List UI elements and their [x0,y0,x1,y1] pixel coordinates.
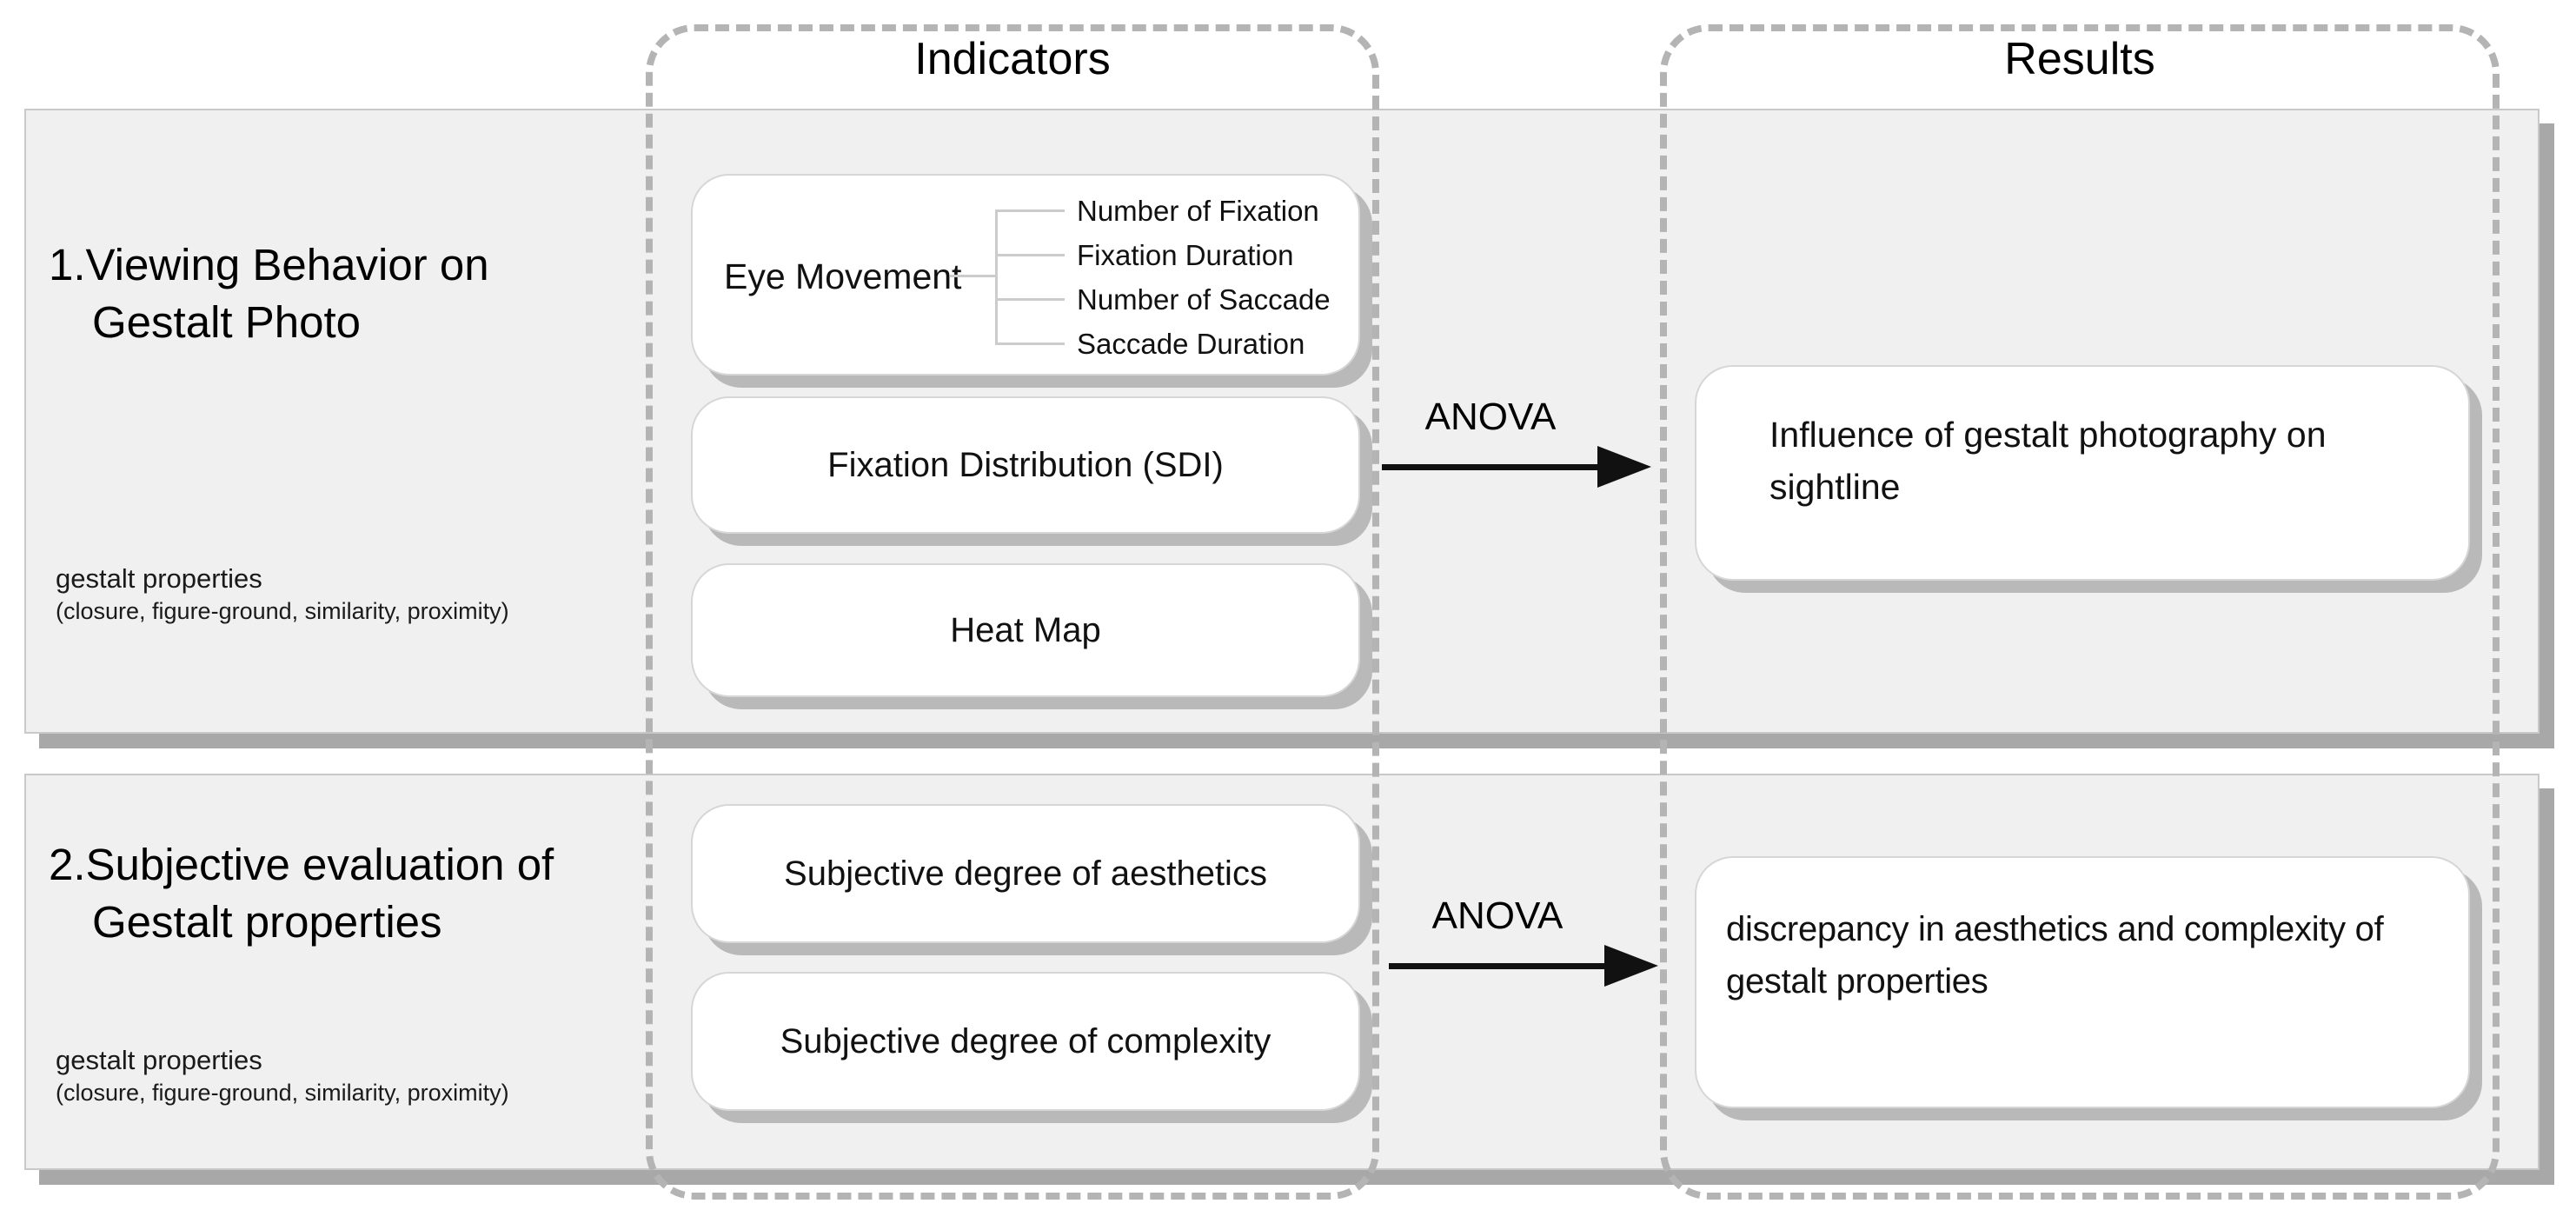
tree-branch-line [995,298,1065,301]
row2-title: 2.Subjective evaluation of Gestalt prope… [49,836,554,951]
connector-line [950,275,995,277]
arrow-shaft [1389,963,1606,969]
right-arrow-icon [1382,446,1651,488]
row2-title-line1: 2.Subjective evaluation of [49,840,554,889]
tree-branch-line [995,342,1065,345]
eye-movement-label: Eye Movement [724,256,962,296]
arrowhead-icon [1597,446,1651,488]
row1-title-line1: 1.Viewing Behavior on [49,240,489,289]
indicators-column-frame [646,24,1379,1200]
arrowhead-icon [1604,945,1658,987]
row1-anova-arrow: ANOVA [1382,396,1651,488]
subjective-aesthetics-box: Subjective degree of aesthetics [691,804,1360,943]
row1-title-line2: Gestalt Photo [92,297,362,347]
row2-result-box: discrepancy in aesthetics and complexity… [1695,856,2470,1108]
indicators-column-header: Indicators [914,34,1111,84]
eye-movement-metrics: Number of Fixation Fixation Duration Num… [1077,189,1331,366]
row2-note-detail: (closure, figure-ground, similarity, pro… [56,1080,509,1106]
row1-gestalt-note: gestalt properties (closure, figure-grou… [56,562,509,626]
arrow-shaft [1382,464,1599,470]
tree-trunk-line [995,209,998,345]
results-column-header: Results [2004,34,2155,84]
row1-note-title: gestalt properties [56,563,262,594]
eye-movement-box: Eye Movement Number of Fixation Fixation… [691,174,1360,376]
metric-number-of-saccade: Number of Saccade [1077,283,1331,316]
results-column-frame [1660,24,2500,1200]
row1-title: 1.Viewing Behavior on Gestalt Photo [49,236,489,351]
metric-saccade-duration: Saccade Duration [1077,328,1305,360]
heat-map-box: Heat Map [691,563,1360,697]
subjective-complexity-box: Subjective degree of complexity [691,972,1360,1111]
row2-note-title: gestalt properties [56,1045,262,1075]
metric-fixation-duration: Fixation Duration [1077,239,1294,271]
row2-anova-arrow: ANOVA [1389,894,1658,987]
row2-title-line2: Gestalt properties [92,897,442,947]
row1-note-detail: (closure, figure-ground, similarity, pro… [56,598,509,624]
row2-anova-label: ANOVA [1431,894,1564,937]
metric-number-of-fixation: Number of Fixation [1077,195,1319,227]
tree-branch-line [995,254,1065,256]
tree-branch-line [995,209,1065,212]
row1-anova-label: ANOVA [1424,396,1557,438]
row1-result-box: Influence of gestalt photography on sigh… [1695,365,2470,581]
right-arrow-icon [1389,945,1658,987]
row2-gestalt-note: gestalt properties (closure, figure-grou… [56,1043,509,1107]
fixation-distribution-box: Fixation Distribution (SDI) [691,396,1360,534]
